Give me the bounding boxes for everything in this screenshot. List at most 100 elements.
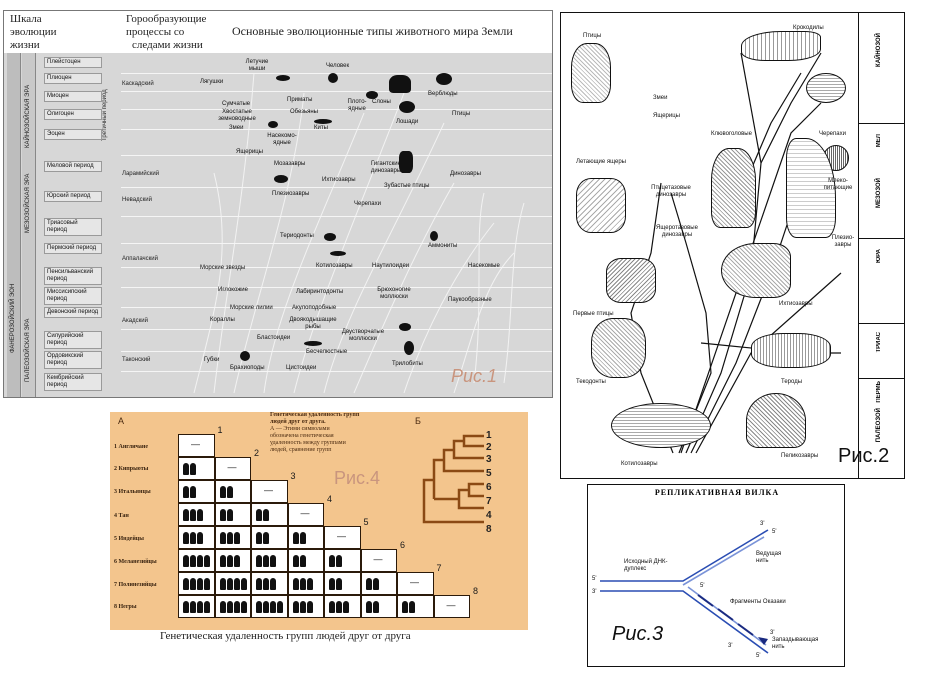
era-mesozoic: МЕЗОЗОЙ	[858, 178, 904, 238]
person-icon	[219, 532, 226, 544]
matrix-cell	[214, 549, 251, 572]
label-acanthodians: Акулоподобные	[292, 305, 337, 311]
matrix-diagonal-number: 8	[473, 586, 479, 596]
person-icon	[233, 532, 240, 544]
matrix-cell	[324, 549, 361, 572]
header-scale: Шкала эволюции жизни	[10, 13, 57, 52]
title-line: удаленность между группами	[270, 440, 346, 446]
orogeny-laramide: Ларамийский	[122, 171, 160, 177]
label-3prime: 3'	[728, 643, 733, 649]
matrix-diagonal-dash: —	[300, 508, 310, 518]
person-icon	[409, 601, 415, 613]
person-icon	[197, 601, 203, 613]
person-icon	[256, 578, 262, 590]
period-oligocene: Олигоцен	[44, 109, 102, 120]
person-icon	[292, 532, 299, 544]
matrix-cell	[214, 526, 251, 549]
tree-leaf-number: 8	[486, 524, 492, 535]
person-icon	[292, 601, 299, 613]
matrix-cell	[287, 549, 324, 572]
label-turtles: Черепахи	[354, 201, 381, 207]
person-icon	[190, 601, 196, 613]
pelycosaur-drawing	[746, 393, 806, 448]
group-label: 8 Негры	[114, 604, 137, 610]
matrix-diagonal-dash: —	[373, 554, 383, 564]
label-5prime: 5'	[592, 576, 597, 582]
person-icon	[190, 555, 196, 567]
archaeopteryx-drawing	[606, 258, 656, 303]
person-icon	[299, 532, 306, 544]
person-icon	[299, 578, 306, 590]
label-camels: Верблюды	[428, 91, 458, 97]
whale-silhouette	[314, 119, 332, 124]
era-label: КАЙНОЗОЙ	[876, 33, 882, 67]
label-sponges: Губки	[204, 357, 220, 363]
matrix-diagonal-number: 2	[254, 448, 260, 458]
era-cenozoic: КАЙНОЗОЙСКАЯ ЭРА	[22, 53, 36, 153]
matrix-cell	[178, 526, 215, 549]
period-permian: Пермский период	[44, 243, 102, 254]
label-apes: Обезьяны	[290, 109, 318, 115]
matrix-cell	[251, 503, 288, 526]
header-oro-line: следами жизни	[132, 39, 203, 51]
label-insects: Насекомые	[468, 263, 500, 269]
period-miocene: Миоцен	[44, 91, 102, 102]
therodont-silhouette	[324, 233, 336, 241]
label-insectivores: Насекомо-ядные	[267, 133, 297, 146]
era-jurassic: ЮРА	[858, 238, 904, 323]
replication-fork-diagram	[600, 529, 769, 654]
person-icon	[219, 555, 226, 567]
person-icon	[277, 601, 283, 613]
matrix-cell	[178, 503, 215, 526]
person-icon	[329, 555, 335, 567]
label-mosasaurs: Мозазавры	[274, 161, 306, 167]
tree-leaf-number: 3	[486, 454, 492, 465]
period-triassic: Триасовый период	[44, 218, 102, 236]
person-icon	[204, 601, 210, 613]
matrix-cell	[287, 595, 324, 618]
label-lungfish: Двоякодышащие рыбы	[289, 317, 337, 330]
matrix-cell	[251, 526, 288, 549]
matrix-diagonal-number: 6	[400, 540, 406, 550]
period-eocene: Эоцен	[44, 129, 102, 140]
person-icon	[190, 578, 196, 590]
person-icon	[306, 601, 313, 613]
brachiopod-silhouette	[240, 351, 250, 361]
label-ornithischians: Птицетазовые динозавры	[651, 185, 691, 198]
label-cystoids: Цистоидеи	[286, 365, 317, 371]
label-ammonites: Аммониты	[428, 243, 458, 249]
label-bivalves: Двустворчатые моллюски	[341, 329, 385, 342]
label-5prime: 5'	[700, 583, 705, 589]
person-icon	[372, 601, 379, 613]
era-label: ПАЛЕОЗОЙ	[876, 408, 882, 443]
label-bats: Летучие мыши	[245, 59, 269, 72]
person-icon	[299, 601, 306, 613]
bat-silhouette	[276, 75, 290, 81]
era-cenozoic: КАЙНОЗОЙ	[858, 13, 904, 123]
figure-2-caption: Рис.2	[838, 445, 890, 467]
label-3prime: 3'	[592, 589, 597, 595]
matrix-cell: —6	[360, 540, 405, 572]
bird-drawing	[571, 43, 611, 103]
era-label: ПЕРМЬ	[876, 381, 882, 403]
matrix-cell	[214, 480, 251, 503]
label-lizards: Ящерицы	[236, 149, 263, 155]
orogeny-appalachian: Аппалачский	[122, 256, 158, 262]
person-icon	[263, 578, 269, 590]
person-icon	[183, 532, 189, 544]
person-icon	[219, 486, 226, 498]
person-icon	[226, 555, 233, 567]
label-primates: Приматы	[287, 97, 313, 103]
label-frogs: Лягушки	[200, 79, 224, 85]
period-mississippian: Миссисипский период	[44, 287, 102, 305]
matrix-diagonal-dash: —	[191, 439, 200, 449]
ammonite-silhouette	[430, 231, 438, 241]
person-icon	[197, 555, 203, 567]
label-echinoderms: Иглокожие	[218, 287, 248, 293]
person-icon	[190, 486, 196, 498]
person-icon	[226, 578, 233, 590]
matrix-diagonal-number: 1	[217, 425, 223, 435]
header-scale-line: эволюции	[10, 26, 57, 38]
period-silurian: Силурийский период	[44, 331, 102, 349]
label-human: Человек	[326, 63, 350, 69]
